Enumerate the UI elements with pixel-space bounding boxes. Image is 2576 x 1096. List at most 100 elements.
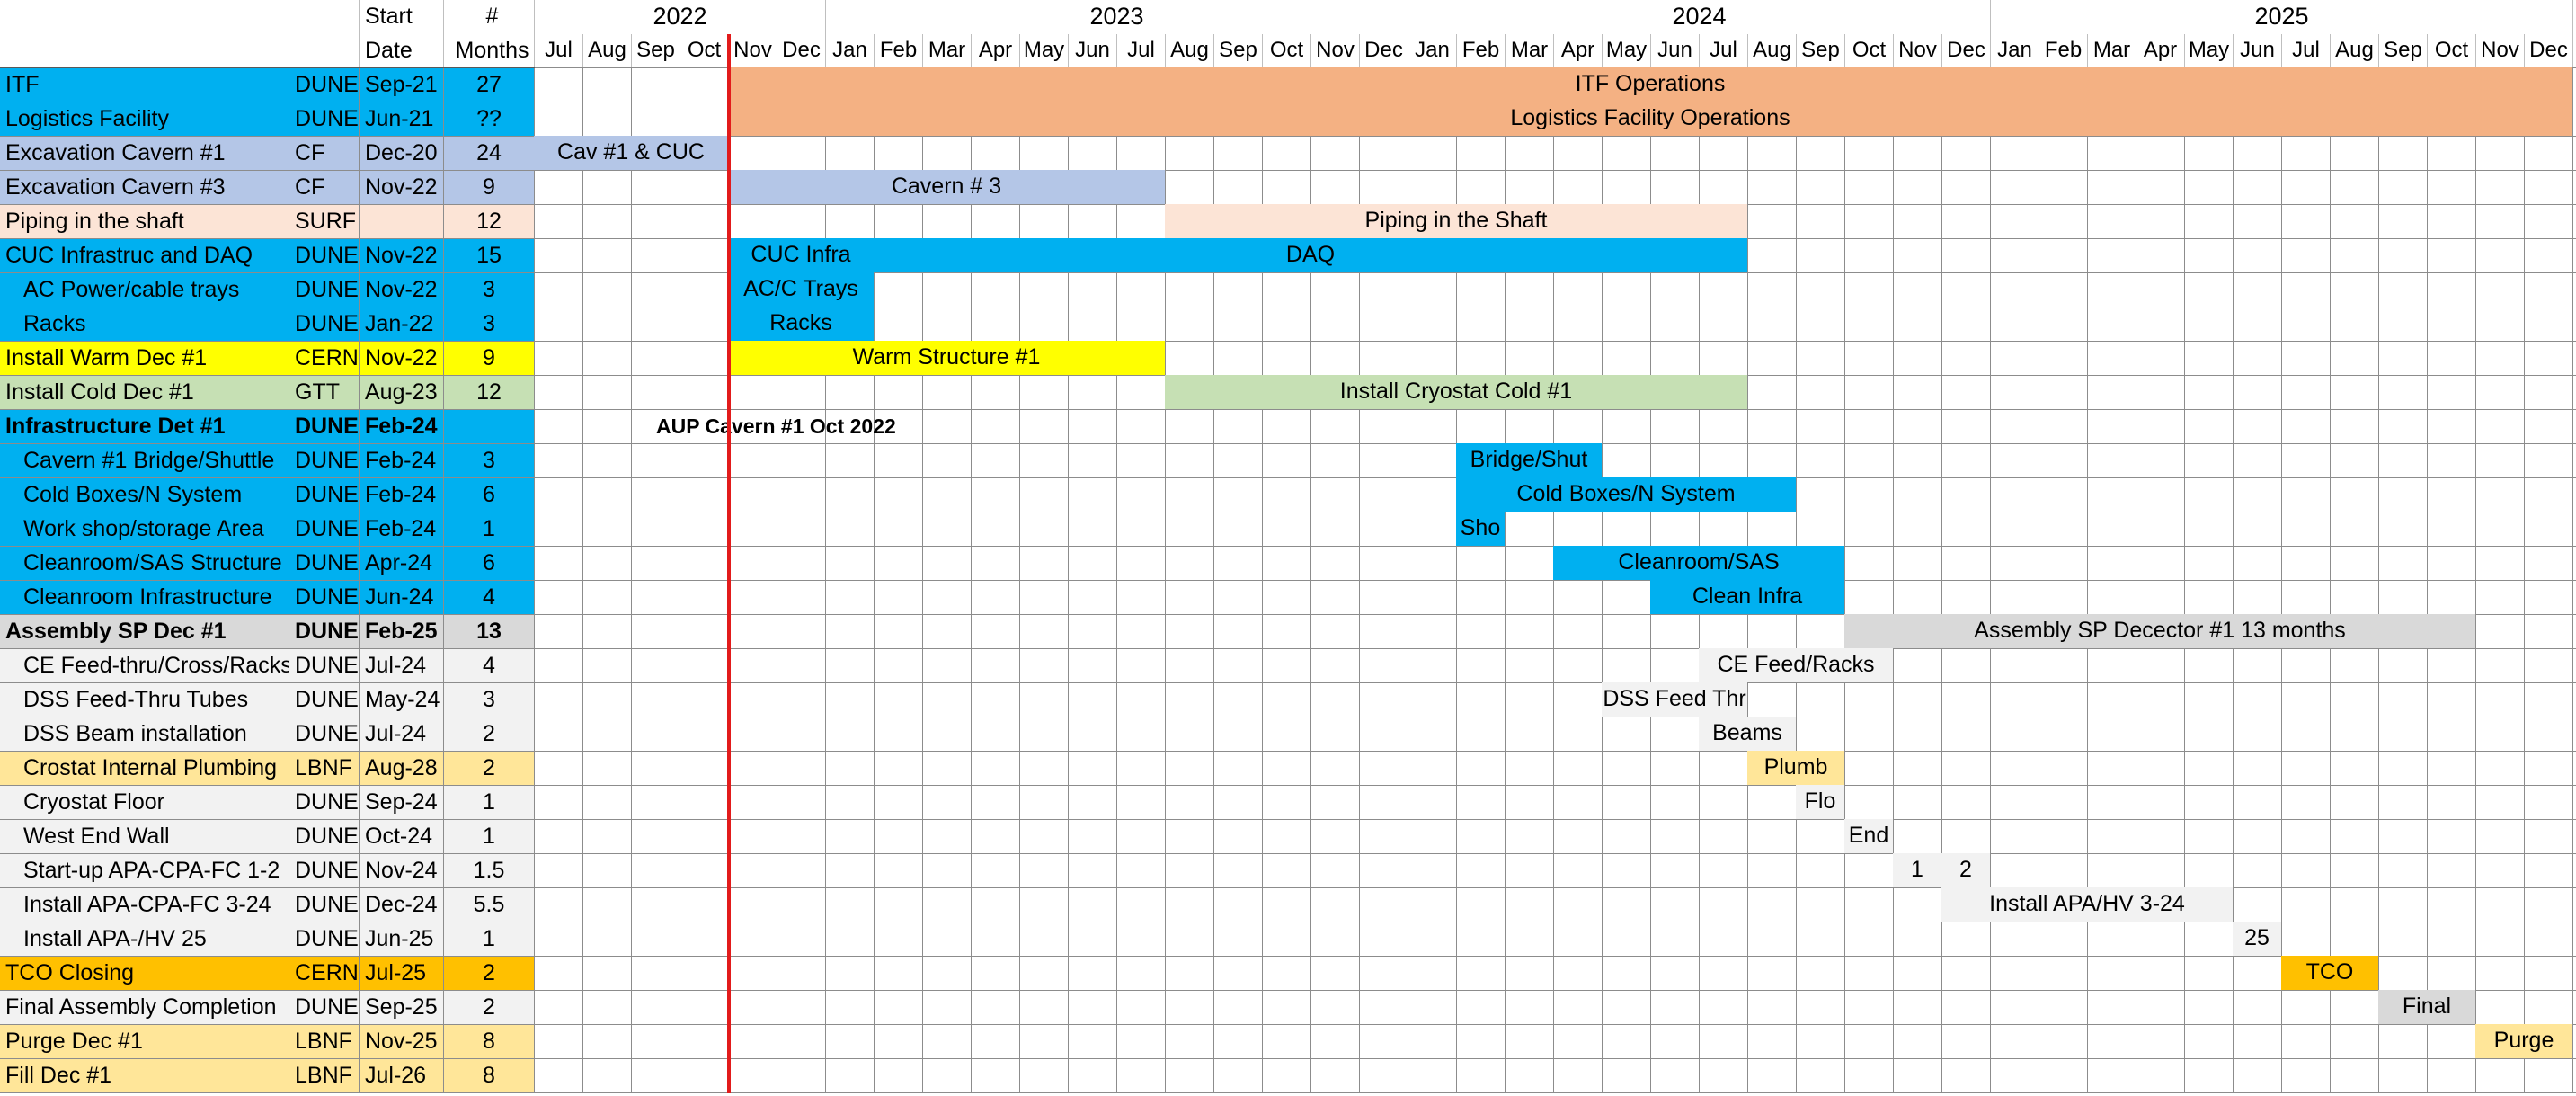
month-header: Dec xyxy=(2525,34,2573,68)
month-header: Jun xyxy=(1651,34,1700,68)
month-header: Aug xyxy=(2331,34,2379,68)
organization-cell: DUNE xyxy=(289,102,360,137)
gantt-bar: Assembly SP Decector #1 13 months xyxy=(1844,614,2476,649)
start-date-cell: Feb-25 xyxy=(360,615,444,649)
duration-months-cell: 3 xyxy=(444,683,535,717)
gantt-row-line xyxy=(535,1024,2576,1025)
month-header: Sep xyxy=(2379,34,2428,68)
task-name-cell: Final Assembly Completion xyxy=(0,991,289,1025)
task-name-cell: TCO Closing xyxy=(0,957,289,991)
month-header: Apr xyxy=(972,34,1020,68)
month-header: Sep xyxy=(1797,34,1845,68)
task-name-cell: Install Warm Dec #1 xyxy=(0,342,289,376)
organization-cell: DUNE xyxy=(289,547,360,581)
task-name-cell: West End Wall xyxy=(0,820,289,854)
task-name-cell: DSS Beam installation xyxy=(0,717,289,752)
organization-cell: DUNE xyxy=(289,786,360,820)
month-header: Nov xyxy=(2476,34,2525,68)
month-header: Jul xyxy=(535,34,583,68)
gantt-bar: Sho xyxy=(1456,512,1506,547)
gantt-row-line xyxy=(535,751,2576,752)
gantt-bar: AC/C Trays xyxy=(728,272,875,307)
gantt-bar: Beams xyxy=(1699,717,1797,752)
duration-months-cell: 15 xyxy=(444,239,535,273)
gantt-row-line xyxy=(535,614,2576,615)
gantt-bar: TCO xyxy=(2281,956,2379,991)
duration-months-cell: 3 xyxy=(444,307,535,342)
duration-months-cell: 12 xyxy=(444,205,535,239)
task-name-cell: Cold Boxes/N System xyxy=(0,478,289,512)
gantt-bar: Cav #1 & CUC xyxy=(534,136,729,171)
organization-cell: SURF xyxy=(289,205,360,239)
duration-months-cell: 9 xyxy=(444,171,535,205)
start-date-cell: Nov-22 xyxy=(360,171,444,205)
gantt-bar: Warm Structure #1 xyxy=(728,341,1166,376)
month-header: Aug xyxy=(1748,34,1797,68)
gantt-grid-line xyxy=(2330,68,2331,1093)
task-name-cell: DSS Feed-Thru Tubes xyxy=(0,683,289,717)
gantt-row-line xyxy=(535,170,2576,171)
header-column-divider xyxy=(443,0,444,68)
task-name-cell: ITF xyxy=(0,68,289,102)
month-header: Mar xyxy=(2088,34,2136,68)
month-header: Oct xyxy=(680,34,729,68)
header-column-divider xyxy=(359,0,360,68)
month-header: Mar xyxy=(1506,34,1554,68)
organization-cell: DUNE xyxy=(289,717,360,752)
start-date-cell: Feb-24 xyxy=(360,512,444,547)
duration-months-cell: 1 xyxy=(444,786,535,820)
gantt-bar: End xyxy=(1844,819,1894,854)
task-name-cell: Cleanroom/SAS Structure xyxy=(0,547,289,581)
gantt-grid-line xyxy=(1310,68,1311,1093)
gantt-bar: ITF Operations xyxy=(728,67,2573,102)
organization-cell: LBNF xyxy=(289,752,360,786)
gantt-grid-line xyxy=(631,68,632,1093)
month-header: Nov xyxy=(729,34,777,68)
gantt-row-line xyxy=(535,648,2576,649)
duration-months-cell: 6 xyxy=(444,547,535,581)
start-date-cell: Jul-24 xyxy=(360,649,444,683)
gantt-bar: Cavern # 3 xyxy=(728,170,1166,205)
duration-months-cell: ?? xyxy=(444,102,535,137)
gantt-grid-line xyxy=(1019,68,1020,1093)
organization-cell: DUNE xyxy=(289,444,360,478)
organization-cell: CERN xyxy=(289,342,360,376)
gantt-bar: Cleanroom/SAS xyxy=(1553,546,1845,581)
task-name-cell: Cryostat Floor xyxy=(0,786,289,820)
organization-cell: CF xyxy=(289,171,360,205)
start-date-cell: Sep-21 xyxy=(360,68,444,102)
gantt-bar: DAQ xyxy=(874,238,1748,273)
gantt-grid-line xyxy=(2378,68,2379,1093)
task-name-cell: Piping in the shaft xyxy=(0,205,289,239)
duration-months-cell: 5.5 xyxy=(444,888,535,922)
start-date-cell: Oct-24 xyxy=(360,820,444,854)
month-header: Nov xyxy=(1311,34,1360,68)
gantt-bar: CE Feed/Racks xyxy=(1699,648,1894,683)
gantt-bar: Plumb xyxy=(1747,751,1845,786)
duration-months-cell: 27 xyxy=(444,68,535,102)
organization-cell: DUNE xyxy=(289,68,360,102)
gantt-grid-line xyxy=(1116,68,1117,1093)
duration-months-cell: 2 xyxy=(444,991,535,1025)
gantt-grid-line xyxy=(1359,68,1360,1093)
month-header: Dec xyxy=(777,34,826,68)
duration-months-cell: 13 xyxy=(444,615,535,649)
task-name-cell: Work shop/storage Area xyxy=(0,512,289,547)
gantt-grid-line xyxy=(874,68,875,1093)
gantt-grid-line xyxy=(1941,68,1942,1093)
gantt-grid-line xyxy=(1456,68,1457,1093)
task-name-cell: Logistics Facility xyxy=(0,102,289,137)
organization-cell: DUNE xyxy=(289,273,360,307)
gantt-grid-line xyxy=(1262,68,1263,1093)
gantt-grid-line xyxy=(1165,68,1166,1093)
duration-months-cell: 2 xyxy=(444,752,535,786)
gantt-grid-line xyxy=(1213,68,1214,1093)
gantt-row-line xyxy=(535,956,2576,957)
duration-months-cell: 1 xyxy=(444,922,535,957)
start-date-header-top: Start xyxy=(365,4,413,29)
gantt-grid-line xyxy=(2427,68,2428,1093)
organization-cell: CERN xyxy=(289,957,360,991)
month-header: Jun xyxy=(2234,34,2282,68)
gantt-grid-line xyxy=(1990,68,1991,1093)
month-header: Aug xyxy=(1166,34,1214,68)
